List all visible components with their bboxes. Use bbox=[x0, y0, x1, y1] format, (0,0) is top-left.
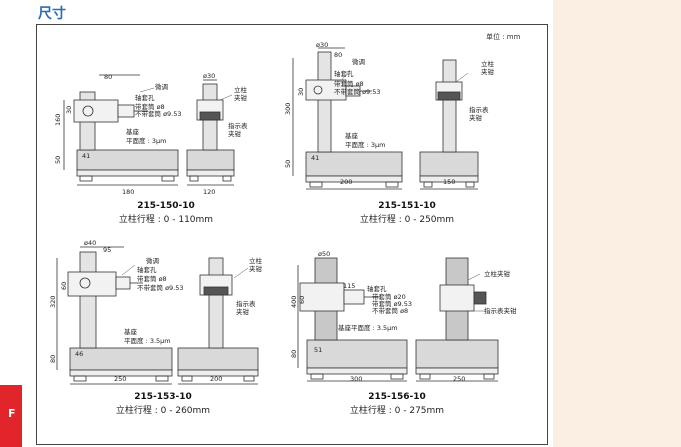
page-title: 尺寸 bbox=[38, 6, 66, 22]
fig4-with-sleeve2: 带套筒 ø9.53 bbox=[372, 299, 412, 308]
fig2-clamp2: 夹钳 bbox=[469, 113, 483, 122]
fig4-column-clamp: 立柱夹钳 bbox=[484, 269, 511, 278]
fig4-bore: 轴套孔 bbox=[367, 284, 387, 293]
fig1-clamp: 夹钳 bbox=[234, 93, 248, 102]
fig2-base-width: 200 bbox=[340, 178, 352, 186]
fig3-side-width: 200 bbox=[210, 375, 222, 383]
fig2-dim-dia: ø30 bbox=[316, 41, 328, 49]
fig4-base-flat: 基座平面度 : 3.5μm bbox=[338, 323, 398, 332]
fig2-without-sleeve: 不带套筒 ø9.53 bbox=[334, 87, 381, 96]
section-tab: F bbox=[0, 385, 22, 447]
fig1-with-sleeve: 带套筒 ø8 bbox=[135, 102, 165, 111]
section-tab-letter: F bbox=[8, 407, 16, 420]
fig3-front-view bbox=[56, 246, 173, 385]
fig1-base-width: 180 bbox=[122, 188, 134, 196]
fig2-dim-h2: 41 bbox=[311, 154, 319, 162]
fig3-dim-v1: 320 bbox=[49, 296, 57, 308]
fig1-clamp2: 夹钳 bbox=[228, 129, 242, 138]
fig4-without-sleeve: 不带套筒 ø8 bbox=[372, 306, 408, 315]
fig3-dim-top: 95 bbox=[103, 246, 111, 254]
fig4-dim-h2: 51 bbox=[314, 346, 322, 354]
fig1-stroke: 立柱行程 : 0 - 110mm bbox=[118, 215, 214, 225]
fig2-dim-top: 80 bbox=[334, 51, 342, 59]
fig1-model: 215-150-10 bbox=[137, 201, 195, 211]
fig4-side-view bbox=[415, 257, 499, 382]
fig3-column: 立柱 bbox=[249, 256, 263, 265]
fig1-dim-h1: 30 bbox=[65, 106, 73, 114]
fig1-dim-h2: 41 bbox=[82, 152, 90, 160]
fig1-front-view bbox=[63, 74, 179, 186]
fig2-clamp: 夹钳 bbox=[481, 67, 495, 76]
fig1-dim-top: 80 bbox=[104, 73, 112, 81]
right-margin-panel bbox=[553, 0, 681, 447]
fig3-clamp2: 夹钳 bbox=[236, 307, 250, 316]
fig3-model: 215-153-10 bbox=[134, 392, 192, 402]
fig1-side-view bbox=[186, 79, 235, 186]
fig2-indicator: 指示表 bbox=[469, 105, 489, 114]
fig3-fine: 微调 bbox=[146, 256, 159, 265]
fig4-dim-h1: 60 bbox=[298, 296, 306, 304]
fig4-dim-v2: 80 bbox=[290, 350, 298, 358]
fig2-side-width: 150 bbox=[443, 178, 455, 186]
fig3-bore: 轴套孔 bbox=[137, 265, 157, 274]
fig2-flatness: 平面度 : 3μm bbox=[345, 140, 385, 149]
fig2-stroke: 立柱行程 : 0 - 250mm bbox=[359, 215, 455, 225]
fig1-side-width: 120 bbox=[203, 188, 215, 196]
fig4-stroke: 立柱行程 : 0 - 275mm bbox=[349, 406, 445, 416]
fig1-without-sleeve: 不带套筒 ø9.53 bbox=[135, 109, 182, 118]
fig4-with-sleeve: 带套筒 ø20 bbox=[372, 292, 406, 301]
fig3-without-sleeve: 不带套筒 ø9.53 bbox=[137, 283, 184, 292]
fig3-dim-dia: ø40 bbox=[84, 239, 96, 247]
fig1-flatness: 平面度 : 3μm bbox=[126, 136, 166, 145]
fig1-fine: 微调 bbox=[155, 82, 168, 91]
fig1-dim-v1: 160 bbox=[54, 114, 62, 126]
fig2-side-view bbox=[419, 59, 479, 190]
fig3-side-view bbox=[177, 257, 259, 385]
fig4-side-width: 250 bbox=[453, 375, 465, 383]
fig4-dim-dia: ø50 bbox=[318, 250, 330, 258]
fig3-indicator: 指示表 bbox=[236, 299, 256, 308]
fig3-dim-h2: 46 bbox=[75, 350, 83, 358]
fig2-base: 基座 bbox=[345, 131, 359, 140]
fig4-dim-top: 115 bbox=[343, 282, 355, 290]
unit-label: 单位 : mm bbox=[486, 33, 521, 41]
fig2-fine: 微调 bbox=[352, 57, 365, 66]
fig1-indicator: 指示表 bbox=[228, 121, 248, 130]
dimensions-frame bbox=[36, 24, 548, 445]
fig3-base: 基座 bbox=[124, 327, 138, 336]
fig1-column: 立柱 bbox=[234, 85, 248, 94]
fig4-front-view bbox=[297, 257, 408, 382]
fig1-base: 基座 bbox=[126, 127, 140, 136]
fig4-base-width: 300 bbox=[350, 375, 362, 383]
fig3-dim-v2: 80 bbox=[49, 355, 57, 363]
fig3-base-width: 250 bbox=[114, 375, 126, 383]
fig2-bore: 轴套孔 bbox=[334, 69, 354, 78]
fig3-flatness: 平面度 : 3.5μm bbox=[124, 336, 171, 345]
fig1-dim-v2: 50 bbox=[54, 156, 62, 164]
fig4-model: 215-156-10 bbox=[368, 392, 426, 402]
fig3-with-sleeve: 带套筒 ø8 bbox=[137, 274, 167, 283]
fig1-bore: 轴套孔 bbox=[135, 93, 155, 102]
fig4-dim-v1: 400 bbox=[290, 296, 298, 308]
fig2-front-view bbox=[292, 47, 403, 190]
fig2-dim-v2: 50 bbox=[284, 160, 292, 168]
fig3-stroke: 立柱行程 : 0 - 260mm bbox=[115, 406, 211, 416]
fig2-column: 立柱 bbox=[481, 59, 495, 68]
fig1-dim-dia: ø30 bbox=[203, 72, 215, 80]
fig2-dim-h1: 30 bbox=[297, 88, 305, 96]
fig4-indicator-clamp: 指示表夹钳 bbox=[484, 306, 517, 315]
fig2-with-sleeve: 带套筒 ø8 bbox=[334, 79, 364, 88]
fig2-model: 215-151-10 bbox=[378, 201, 436, 211]
fig2-dim-v1: 300 bbox=[284, 103, 292, 115]
fig3-dim-h1: 60 bbox=[60, 282, 68, 290]
fig3-clamp: 夹钳 bbox=[249, 264, 263, 273]
